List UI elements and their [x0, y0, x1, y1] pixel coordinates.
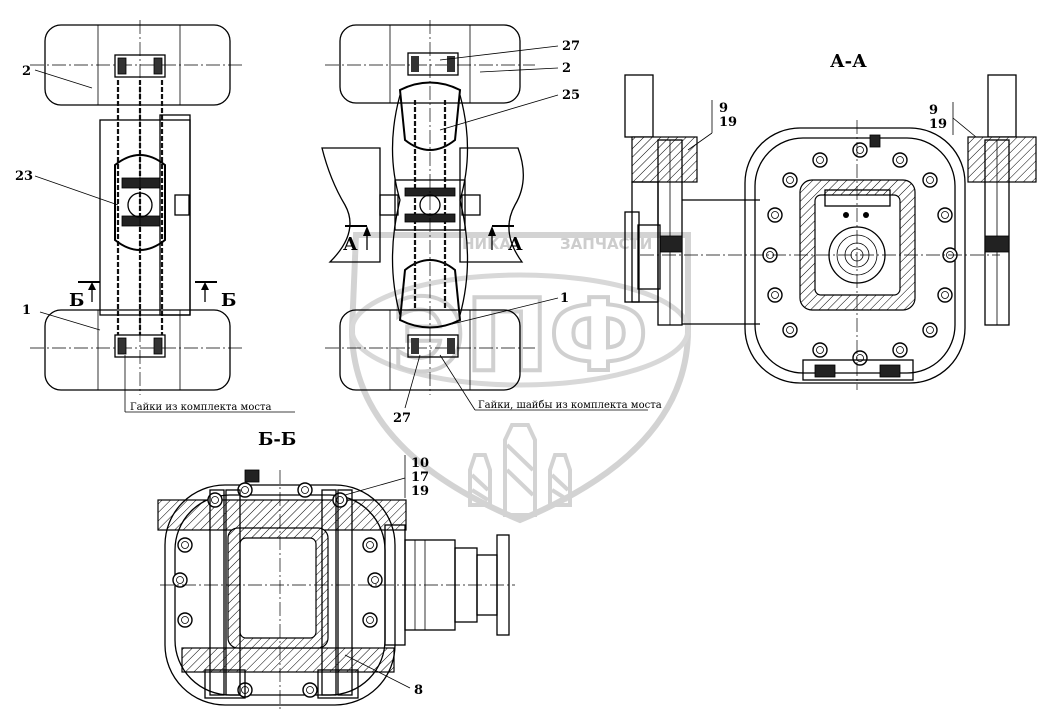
watermark-emblem-icon: [468, 423, 572, 517]
section-aa-view: А-А: [624, 51, 1037, 390]
section-mark-b-right: Б: [221, 290, 236, 311]
section-aa-title: А-А: [830, 51, 867, 72]
callout-bb-19: 19: [411, 484, 429, 499]
section-mark-a-right: А: [508, 234, 523, 255]
section-bb-title: Б-Б: [258, 429, 296, 450]
callout-bb-17: 17: [411, 470, 429, 485]
section-bb-view: Б-Б: [157, 429, 515, 710]
callout-bb-8: 8: [414, 683, 423, 698]
callout-aa-right-9: 9: [929, 103, 938, 118]
callout-2-middle: 2: [562, 61, 571, 76]
middle-plan-view: А А 27 2 25 1 27 Гайки, шайбы из комплек…: [321, 20, 662, 426]
callout-aa-right-19: 19: [929, 117, 947, 132]
note-middle: Гайки, шайбы из комплекта моста: [478, 400, 662, 411]
callout-23: 23: [15, 169, 33, 184]
callout-1-middle: 1: [560, 291, 569, 306]
callout-aa-left-19: 19: [719, 115, 737, 130]
section-mark-b-left: Б: [69, 290, 84, 311]
callout-25: 25: [562, 88, 580, 103]
callout-bb-10: 10: [411, 456, 429, 471]
watermark-text-left: НИКА: [462, 235, 511, 253]
section-mark-a-left: А: [343, 234, 358, 255]
left-plan-view: Б Б 2 23 1 Гайки из комплекта моста: [15, 20, 295, 413]
note-left: Гайки из комплекта моста: [130, 402, 271, 413]
callout-1-left: 1: [22, 303, 31, 318]
section-mark-b: Б Б: [69, 281, 236, 311]
callout-aa-left-9: 9: [719, 101, 728, 116]
watermark-text-right: ЗАПЧАСТИ: [560, 235, 652, 253]
callout-27-top: 27: [562, 39, 580, 54]
section-mark-a: А А: [343, 225, 523, 255]
callout-2-left: 2: [22, 64, 31, 79]
callout-27-bottom: 27: [393, 411, 411, 426]
